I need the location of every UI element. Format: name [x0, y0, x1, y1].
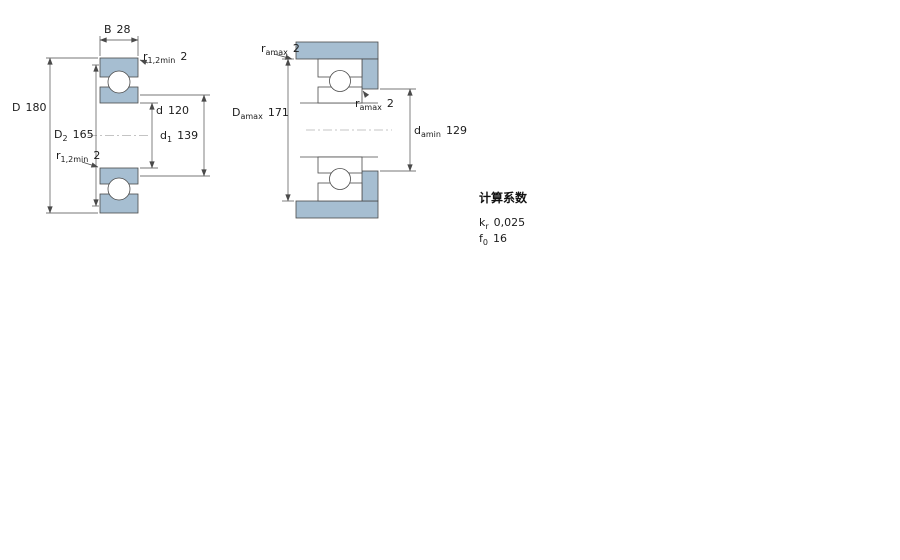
shoulder-top-right [361, 58, 379, 90]
dimension-D [46, 57, 98, 214]
dim-value-D: 180 [25, 101, 47, 114]
leader-r12-bottom [81, 161, 99, 168]
factor-kr-value: 0,025 [493, 216, 526, 229]
ball-bottom-outline [329, 168, 351, 190]
dimension-d1 [140, 94, 210, 177]
dim-value-damin: 129 [445, 124, 467, 137]
dim-symbol-r12-top: r1,2min [143, 50, 176, 66]
leader-r12-top [139, 59, 149, 65]
dim-symbol-ra-top: ramax [261, 42, 288, 58]
dim-label-ra-mid: ramax 2 [355, 97, 394, 112]
housing-abutment-bottom [295, 200, 379, 219]
dim-value-ra-top: 2 [292, 42, 300, 55]
dim-symbol-D: D [12, 101, 21, 114]
dim-label-ra-top: ramax 2 [261, 42, 300, 57]
dim-value-r12-bottom: 2 [93, 149, 101, 162]
leader-ra-mid [362, 90, 370, 98]
dim-value-d1: 139 [177, 129, 199, 142]
dim-value-r12-top: 2 [180, 50, 188, 63]
dim-value-ra-mid: 2 [386, 97, 394, 110]
calculation-factors-heading: 计算系数 [479, 191, 528, 205]
dim-label-r12-top: r1,2min 2 [143, 50, 187, 65]
dim-label-D2: D2 165 [54, 128, 94, 143]
ball-top [107, 70, 131, 94]
dim-label-d: d 120 [156, 104, 189, 119]
dim-symbol-D2: D2 [54, 128, 68, 144]
dim-symbol-Damax: Damax [232, 106, 263, 122]
dimension-d [140, 102, 158, 169]
abutment-view [273, 41, 416, 219]
dim-label-D: D 180 [12, 101, 46, 116]
dim-symbol-d1: d1 [160, 129, 173, 145]
dim-symbol-d: d [156, 104, 163, 117]
dim-label-Damax: Damax 171 [232, 106, 289, 121]
dim-symbol-damin: damin [414, 124, 441, 140]
factor-f0: f0 16 [479, 232, 507, 247]
dim-value-D2: 165 [72, 128, 94, 141]
section-view [46, 36, 210, 214]
dimension-damin [380, 88, 416, 172]
dim-symbol-ra-mid: ramax [355, 97, 382, 113]
dim-symbol-B: B [104, 23, 112, 36]
housing-abutment-top [295, 41, 379, 60]
dim-value-B: 28 [116, 23, 131, 36]
dim-symbol-r12-bottom: r1,2min [56, 149, 89, 165]
shoulder-bottom-right [361, 170, 379, 202]
dimension-B [99, 36, 139, 56]
dimension-D2 [92, 64, 99, 207]
dim-value-Damax: 171 [267, 106, 289, 119]
leader-ra-top [273, 53, 293, 60]
dim-label-d1: d1 139 [160, 129, 198, 144]
factor-kr-symbol: kr [479, 216, 489, 232]
dim-label-B: B 28 [104, 23, 131, 38]
dim-label-damin: damin 129 [414, 124, 467, 139]
ball-top-outline [329, 70, 351, 92]
factor-kr: kr 0,025 [479, 216, 525, 231]
factor-f0-symbol: f0 [479, 232, 488, 248]
factor-f0-value: 16 [492, 232, 507, 245]
dim-label-r12-bottom: r1,2min 2 [56, 149, 100, 164]
dimension-Damax [282, 58, 294, 202]
dim-value-d: 120 [167, 104, 189, 117]
ball-bottom [107, 177, 131, 201]
